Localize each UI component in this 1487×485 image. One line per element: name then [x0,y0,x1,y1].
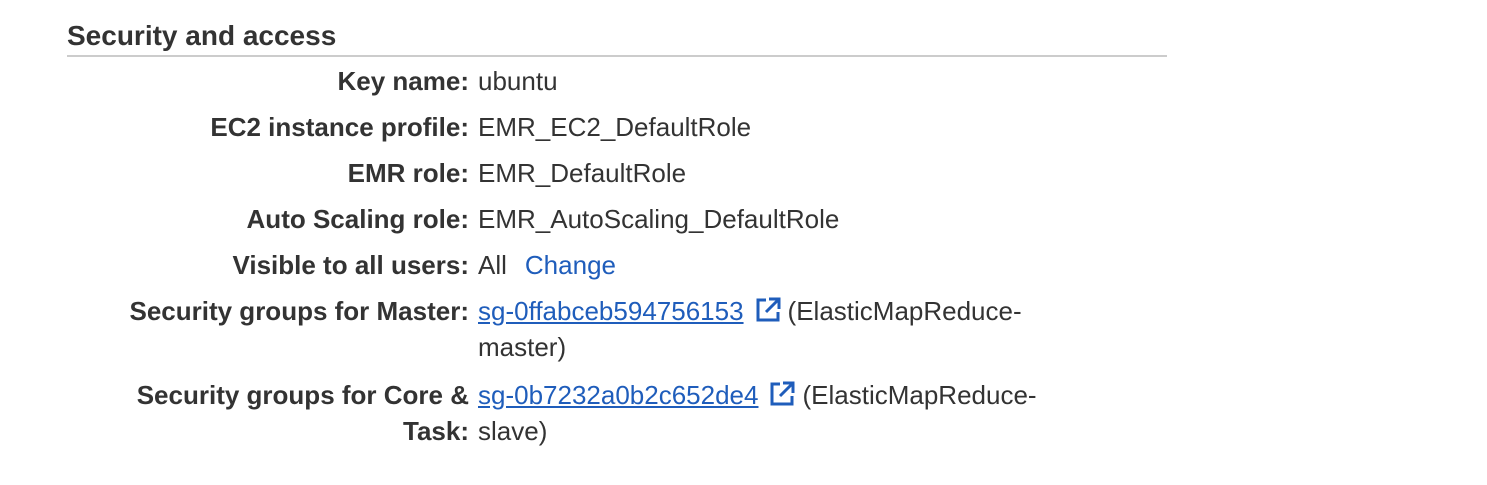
row-visible-to-all-users: Visible to all users: All Change [67,247,1167,283]
visible-to-all-users-value: All [478,250,507,280]
row-auto-scaling-role: Auto Scaling role: EMR_AutoScaling_Defau… [67,201,1167,237]
security-groups-core-task-label: Security groups for Core & Task: [67,377,469,449]
visible-to-all-users-value-cell: All Change [469,247,1088,283]
security-group-core-task-name-part-1: (ElasticMapReduce- [802,380,1037,410]
key-name-value: ubuntu [478,66,558,96]
row-emr-role: EMR role: EMR_DefaultRole [67,155,1167,191]
security-and-access-section: Security and access Key name: ubuntu EC2… [67,18,1167,461]
row-ec2-instance-profile: EC2 instance profile: EMR_EC2_DefaultRol… [67,109,1167,145]
emr-role-label: EMR role: [347,158,469,188]
security-group-master-name-part-1: (ElasticMapReduce- [787,296,1022,326]
security-group-master-name-part-2: master) [478,332,567,362]
section-title: Security and access [67,18,1167,57]
ec2-instance-profile-label: EC2 instance profile: [210,112,469,142]
security-group-master-link[interactable]: sg-0ffabceb594756153 [478,296,744,326]
security-groups-master-label: Security groups for Master: [129,296,469,326]
visible-to-all-users-label: Visible to all users: [232,250,469,280]
security-groups-core-task-value: sg-0b7232a0b2c652de4 (ElasticMapReduce-sl… [469,377,1088,449]
row-security-groups-master: Security groups for Master: sg-0ffabceb5… [67,293,1167,365]
external-link-icon[interactable] [754,296,782,324]
change-visibility-link[interactable]: Change [524,250,616,280]
row-security-groups-core-task: Security groups for Core & Task: sg-0b723… [67,377,1167,449]
security-group-core-task-name-part-2: slave) [478,416,548,446]
ec2-instance-profile-value: EMR_EC2_DefaultRole [478,112,752,142]
details-list: Key name: ubuntu EC2 instance profile: E… [67,63,1167,449]
security-groups-core-task-label-line-1: Security groups for Core & [136,380,469,410]
auto-scaling-role-value: EMR_AutoScaling_DefaultRole [478,204,840,234]
security-group-core-task-link[interactable]: sg-0b7232a0b2c652de4 [478,380,759,410]
emr-role-value: EMR_DefaultRole [478,158,687,188]
row-key-name: Key name: ubuntu [67,63,1167,99]
auto-scaling-role-label: Auto Scaling role: [246,204,469,234]
security-groups-core-task-label-line-2: Task: [403,416,469,446]
external-link-icon[interactable] [768,380,796,408]
key-name-label: Key name: [337,66,470,96]
security-groups-master-value: sg-0ffabceb594756153 (ElasticMapReduce-ma… [469,293,1088,365]
